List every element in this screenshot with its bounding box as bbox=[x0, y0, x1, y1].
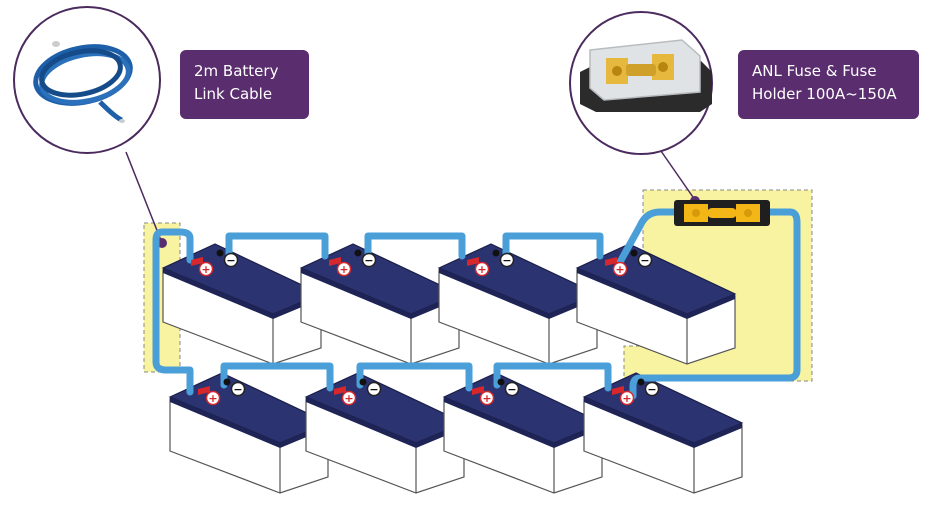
cable-callout-leader bbox=[125, 151, 163, 244]
battery-link-cables bbox=[152, 208, 801, 400]
link-cable-top-1 bbox=[225, 232, 329, 260]
anl-fuse-holder-icon bbox=[580, 39, 712, 112]
positive-terminal-label: + bbox=[208, 392, 217, 405]
terminal-pair: +− bbox=[198, 378, 246, 406]
negative-terminal-icon bbox=[504, 381, 520, 397]
anl-fuse-inline bbox=[674, 200, 770, 226]
negative-terminal-label: − bbox=[640, 254, 649, 267]
positive-terminal-label: + bbox=[615, 263, 624, 276]
fuse-holder-callout bbox=[569, 11, 713, 155]
link-cable-bottom-2 bbox=[356, 362, 473, 392]
battery-icon bbox=[161, 243, 323, 365]
negative-terminal-label: − bbox=[233, 383, 242, 396]
positive-terminal-icon bbox=[619, 390, 635, 406]
positive-terminal-label: + bbox=[344, 392, 353, 405]
cable-callout-label: 2m Battery Link Cable bbox=[180, 50, 309, 119]
positive-terminal-icon bbox=[205, 390, 221, 406]
battery-terminals: +−+−+−+−+−+−+−+− bbox=[191, 249, 660, 406]
negative-terminal-icon bbox=[230, 381, 246, 397]
negative-terminal-icon bbox=[644, 381, 660, 397]
fuse-callout-leader bbox=[660, 150, 696, 201]
negative-terminal-icon bbox=[223, 252, 239, 268]
terminal-pair: +− bbox=[612, 378, 660, 406]
positive-terminal-icon bbox=[198, 261, 214, 277]
link-cable-top-3 bbox=[502, 232, 604, 260]
positive-terminal-icon bbox=[336, 261, 352, 277]
terminal-pair: +− bbox=[467, 249, 515, 277]
negative-terminal-icon bbox=[361, 252, 377, 268]
battery-icon bbox=[168, 372, 330, 494]
terminal-pair: +− bbox=[472, 378, 520, 406]
battery-icon bbox=[299, 243, 461, 365]
battery-link-cable-2m bbox=[152, 228, 194, 396]
positive-terminal-label: + bbox=[482, 392, 491, 405]
negative-terminal-icon bbox=[499, 252, 515, 268]
positive-terminal-label: + bbox=[201, 263, 210, 276]
battery-icon bbox=[437, 243, 599, 365]
positive-terminal-label: + bbox=[339, 263, 348, 276]
fuse-input-cable bbox=[616, 208, 692, 266]
positive-terminal-icon bbox=[341, 390, 357, 406]
fuse-label-line-1: ANL Fuse & Fuse bbox=[752, 62, 877, 80]
terminal-pair: +− bbox=[605, 249, 653, 277]
link-cable-bottom-3 bbox=[493, 362, 612, 392]
positive-terminal-icon bbox=[479, 390, 495, 406]
negative-terminal-label: − bbox=[364, 254, 373, 267]
positive-terminal-label: + bbox=[477, 263, 486, 276]
fuse-callout-label: ANL Fuse & Fuse Holder 100A~150A bbox=[738, 50, 919, 119]
link-cable-bottom-1 bbox=[220, 362, 334, 392]
negative-terminal-icon bbox=[637, 252, 653, 268]
negative-terminal-label: − bbox=[369, 383, 378, 396]
positive-terminal-icon bbox=[612, 261, 628, 277]
cable-coil-callout bbox=[13, 6, 161, 154]
cable-label-line-2: Link Cable bbox=[194, 85, 273, 103]
positive-terminal-icon bbox=[474, 261, 490, 277]
negative-terminal-label: − bbox=[507, 383, 516, 396]
terminal-pair: +− bbox=[334, 378, 382, 406]
fuse-output-cable bbox=[629, 208, 801, 400]
terminal-pair: +− bbox=[329, 249, 377, 277]
negative-terminal-label: − bbox=[226, 254, 235, 267]
negative-terminal-label: − bbox=[502, 254, 511, 267]
cable-label-line-1: 2m Battery bbox=[194, 62, 279, 80]
positive-terminal-label: + bbox=[622, 392, 631, 405]
negative-terminal-label: − bbox=[647, 383, 656, 396]
negative-terminal-icon bbox=[366, 381, 382, 397]
terminal-pair: +− bbox=[191, 249, 239, 277]
fuse-label-line-2: Holder 100A~150A bbox=[752, 85, 897, 103]
link-cable-top-2 bbox=[364, 232, 466, 260]
